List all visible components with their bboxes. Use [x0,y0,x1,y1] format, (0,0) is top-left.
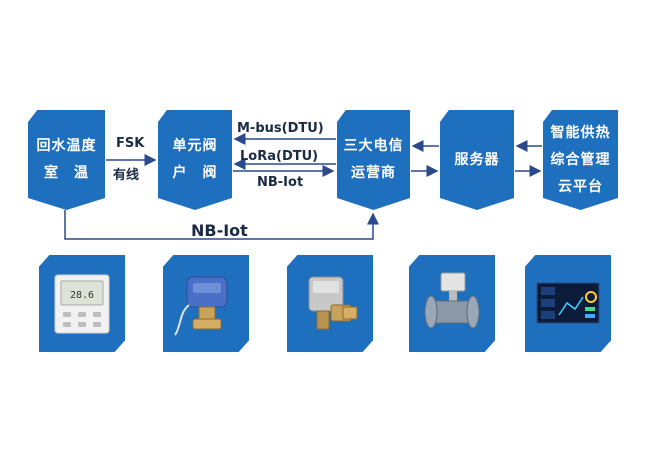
node-server: 服务器 [440,110,514,210]
node-telecom-line2: 运营商 [351,165,396,181]
label-mbus: M-bus(DTU) [237,121,324,136]
household-valve-image [308,276,358,330]
node-platform-line3: 云平台 [558,178,603,195]
node-valve-line1: 单元阀 [172,138,218,154]
node-telecom: 三大电信 运营商 [337,110,410,210]
node-platform-line1: 智能供热 [550,124,611,141]
label-nbiot-top: NB-Iot [257,175,304,190]
node-temperature-line2: 室 温 [44,165,89,181]
unit-valve-image [174,276,228,336]
label-lora: LoRa(DTU) [240,149,319,164]
label-fsk: FSK [116,136,145,151]
edge-nbiot-bottom [64,210,379,240]
label-wired: 有线 [113,168,140,183]
node-platform: 智能供热 综合管理 云平台 [543,110,618,210]
node-platform-line2: 综合管理 [550,151,611,168]
product-flow-meter-tile [409,255,495,352]
product-thermostat-tile: 28.6 [39,255,125,352]
node-valve-line2: 户 阀 [172,165,218,181]
node-server-line1: 服务器 [454,151,500,168]
product-household-valve-tile [287,255,373,352]
node-valve: 单元阀 户 阀 [158,110,232,210]
thermostat-image: 28.6 [54,274,110,334]
product-unit-valve-tile [163,255,249,352]
flow-meter-image [424,272,480,329]
node-temperature-line1: 回水温度 [36,138,97,154]
node-telecom-line1: 三大电信 [343,138,404,154]
thermostat-screen-text: 28.6 [70,290,94,301]
label-nbiot-bottom: NB-Iot [191,221,248,240]
node-temperature: 回水温度 室 温 [28,110,105,210]
dashboard-image [536,282,600,324]
product-dashboard-tile [525,255,611,352]
